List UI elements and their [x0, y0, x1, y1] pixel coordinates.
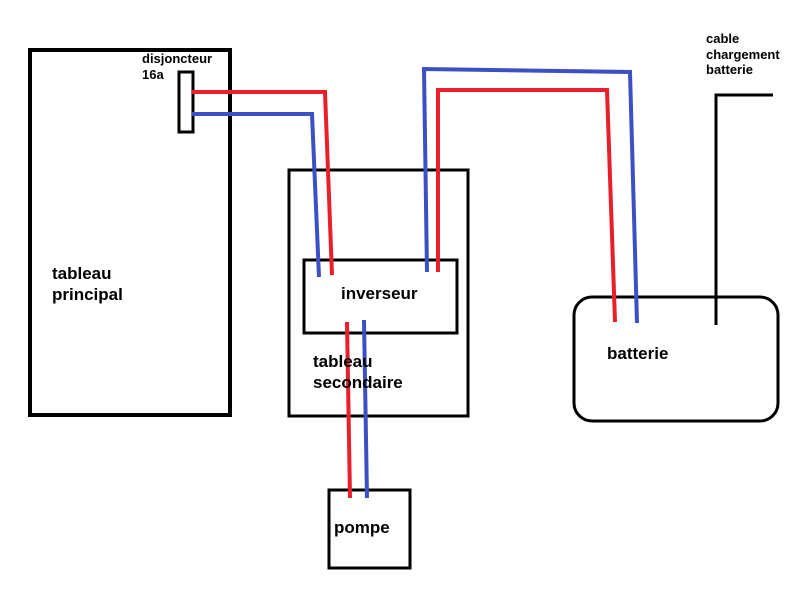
- cable-chargement-label-line3: batterie: [706, 62, 753, 78]
- cable-chargement-label: cable chargement batterie: [706, 31, 780, 78]
- tableau-secondaire-label-line2: secondaire: [313, 373, 403, 393]
- tableau-secondaire-box: [287, 168, 470, 418]
- neutral-wire-inverseur-batterie: [421, 66, 639, 324]
- tableau-secondaire-label: tableau secondaire: [313, 351, 403, 394]
- tableau-secondaire-label-line1: tableau: [313, 352, 373, 371]
- disjoncteur-label-line1: disjoncteur: [142, 51, 213, 66]
- tableau-principal-label-line1: tableau: [52, 264, 112, 283]
- cable-chargement-label-line1: cable: [706, 31, 740, 46]
- inverseur-box: [302, 258, 459, 335]
- disjoncteur-label-line2: 16a: [142, 66, 164, 82]
- cable-chargement-label-line2: chargement: [706, 46, 780, 62]
- neutral-wire-inverseur-pompe: [362, 319, 369, 499]
- neutral-wire-disjoncteur-inverseur: [192, 112, 321, 278]
- pompe-box: [327, 488, 412, 570]
- cable-chargement-line: [714, 93, 773, 325]
- disjoncteur-label: disjoncteur 16a: [142, 51, 212, 82]
- tableau-principal-label: tableau principal: [52, 263, 123, 306]
- pompe-label: pompe: [334, 518, 390, 537]
- batterie-label: batterie: [607, 344, 669, 363]
- phase-wire-inverseur-pompe: [345, 321, 352, 499]
- tableau-principal-box: [28, 48, 232, 417]
- tableau-principal-label-line2: principal: [52, 285, 123, 305]
- batterie-box: [572, 295, 780, 423]
- phase-wire-inverseur-batterie: [436, 88, 617, 323]
- phase-wire-disjoncteur-inverseur: [192, 90, 334, 276]
- inverseur-label: inverseur: [341, 284, 418, 303]
- disjoncteur-box: [177, 70, 195, 134]
